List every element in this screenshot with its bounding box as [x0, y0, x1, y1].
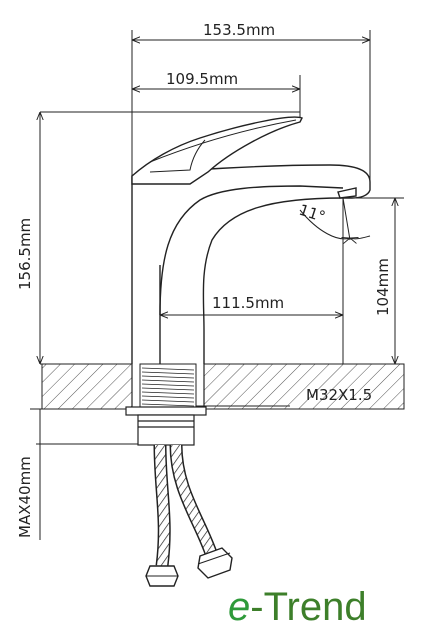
threaded-shank: [139, 363, 197, 410]
brand-logo: e-Trend: [228, 585, 367, 629]
mounting-nut: [125, 406, 207, 446]
supply-hose-left: [145, 444, 179, 587]
thread-line: [141, 371, 195, 375]
thread-line: [141, 375, 195, 379]
total-width-label: 153.5mm: [203, 21, 275, 39]
dimension-lines: [30, 40, 395, 540]
thread-line: [141, 399, 195, 403]
thread-line: [141, 383, 195, 387]
faucet-body: [131, 116, 371, 364]
thread-line: [141, 367, 195, 371]
brand-logo-first: e: [228, 585, 250, 629]
brand-logo-rest: -Trend: [250, 585, 366, 629]
thread-line: [141, 391, 195, 395]
thread-line: [141, 395, 195, 399]
supply-hose-right: [169, 444, 233, 579]
handle-width-label: 109.5mm: [166, 70, 238, 88]
spout-height-label: 104mm: [374, 258, 392, 316]
max-countertop-label: MAX40mm: [16, 456, 34, 538]
outlet-angle-label: 11°: [297, 201, 328, 226]
thread-label: M32X1.5: [306, 386, 372, 404]
dimension-labels: 153.5mm 109.5mm 156.5mm 111.5mm 104mm 11…: [16, 21, 392, 538]
total-height-label: 156.5mm: [16, 218, 34, 290]
spout-reach-label: 111.5mm: [212, 294, 284, 312]
thread-line: [141, 403, 195, 407]
extension-lines: [36, 30, 404, 445]
svg-text:e-Trend: e-Trend: [228, 585, 367, 629]
thread-line: [141, 387, 195, 391]
thread-line: [141, 379, 195, 383]
